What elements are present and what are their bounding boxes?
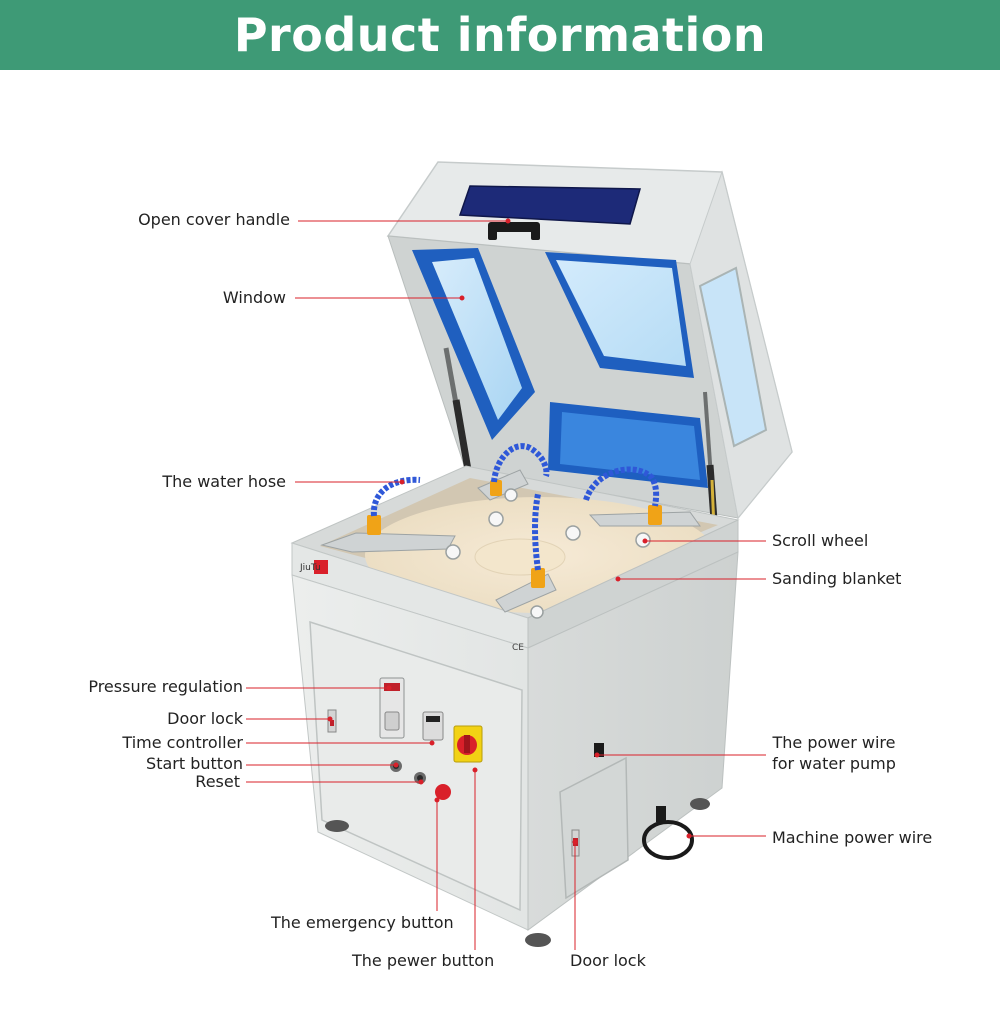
label-door-lock-left: Door lock xyxy=(167,709,243,728)
label-pressure-regulation: Pressure regulation xyxy=(88,677,243,696)
scroll-wheel xyxy=(488,511,504,527)
label-machine-power-wire: Machine power wire xyxy=(772,828,933,847)
machine-power-cable xyxy=(642,820,694,860)
label-sanding-blanket: Sanding blanket xyxy=(772,569,902,588)
cover-handle[interactable] xyxy=(488,222,540,232)
label-open-cover-handle: Open cover handle xyxy=(138,210,290,229)
label-emergency-button: The emergency button xyxy=(271,913,454,932)
top-window xyxy=(458,185,641,225)
label-time-controller: Time controller xyxy=(122,733,243,752)
leader-lines xyxy=(246,218,766,950)
label-power-button: The pewer button xyxy=(352,951,495,970)
ce-mark: CE xyxy=(512,643,524,653)
label-start-button: Start button xyxy=(146,754,243,773)
page-title: Product information xyxy=(233,8,767,62)
label-reset: Reset xyxy=(195,772,240,791)
label-power-wire-pump-2: for water pump xyxy=(772,754,896,773)
label-door-lock-bottom: Door lock xyxy=(570,951,646,970)
label-water-hose: The water hose xyxy=(162,472,286,491)
label-scroll-wheel: Scroll wheel xyxy=(772,531,869,550)
label-power-wire-pump-1: The power wire xyxy=(772,733,896,752)
emergency-button[interactable] xyxy=(435,784,451,800)
polishing-arms xyxy=(320,443,701,619)
header-banner: Product information xyxy=(0,0,1000,70)
open-lid xyxy=(386,161,793,549)
pump-power-socket xyxy=(594,743,604,757)
brand-logo: JiuTu xyxy=(299,563,321,573)
label-window: Window xyxy=(222,288,286,307)
